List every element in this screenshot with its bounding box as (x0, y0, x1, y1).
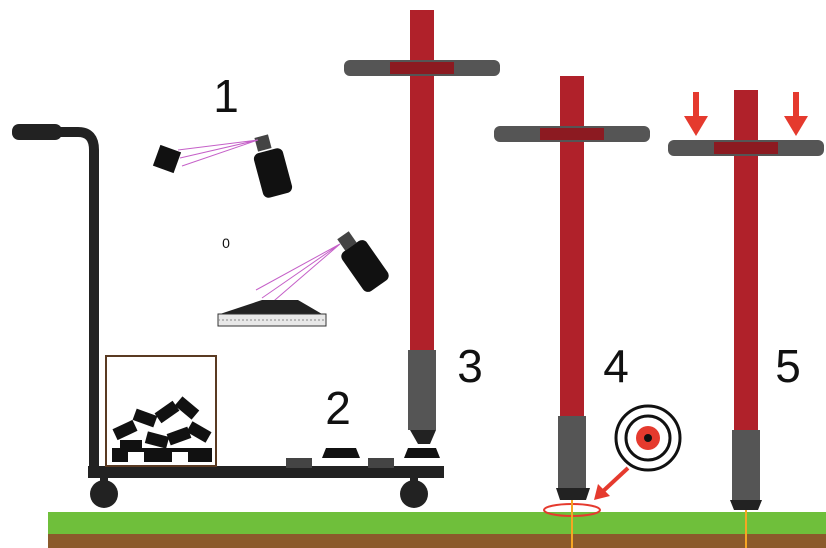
pole-3 (344, 10, 500, 444)
step-1-label: 1 (213, 70, 239, 122)
deck-block (286, 458, 312, 468)
cart-wheel-left (90, 480, 118, 508)
base-plate-surface (217, 300, 327, 327)
soil-strip (48, 534, 826, 548)
pole-5 (668, 90, 824, 548)
deck-block (368, 458, 394, 468)
arrow-to-base-icon (594, 466, 630, 500)
step-4-label: 4 (603, 340, 629, 392)
deck-base-plate (322, 448, 360, 458)
cart (12, 124, 444, 508)
deck-base-plate (404, 448, 440, 458)
cart-grip (12, 124, 62, 140)
step-2-label: 2 (325, 382, 351, 434)
wheel-strut-right (410, 476, 418, 492)
ground (48, 512, 826, 548)
sub-label: 0 (222, 235, 230, 251)
grass-strip (48, 512, 826, 534)
block-target-1 (152, 144, 182, 174)
spray-can-2 (255, 231, 389, 307)
cart-deck (88, 466, 444, 478)
press-down-arrow-icon-right (784, 92, 808, 136)
cart-wheel-right (400, 480, 428, 508)
crate-blocks (112, 396, 212, 462)
cart-handle-frame (60, 127, 99, 470)
wheel-strut-left (100, 476, 108, 492)
press-down-arrow-icon-left (684, 92, 708, 136)
step-5-label: 5 (775, 340, 801, 392)
pole-4 (494, 76, 650, 548)
step-3-label: 3 (457, 340, 483, 392)
spray-can-1 (177, 134, 293, 198)
cart-crate (105, 355, 217, 467)
target-icon (614, 404, 682, 472)
